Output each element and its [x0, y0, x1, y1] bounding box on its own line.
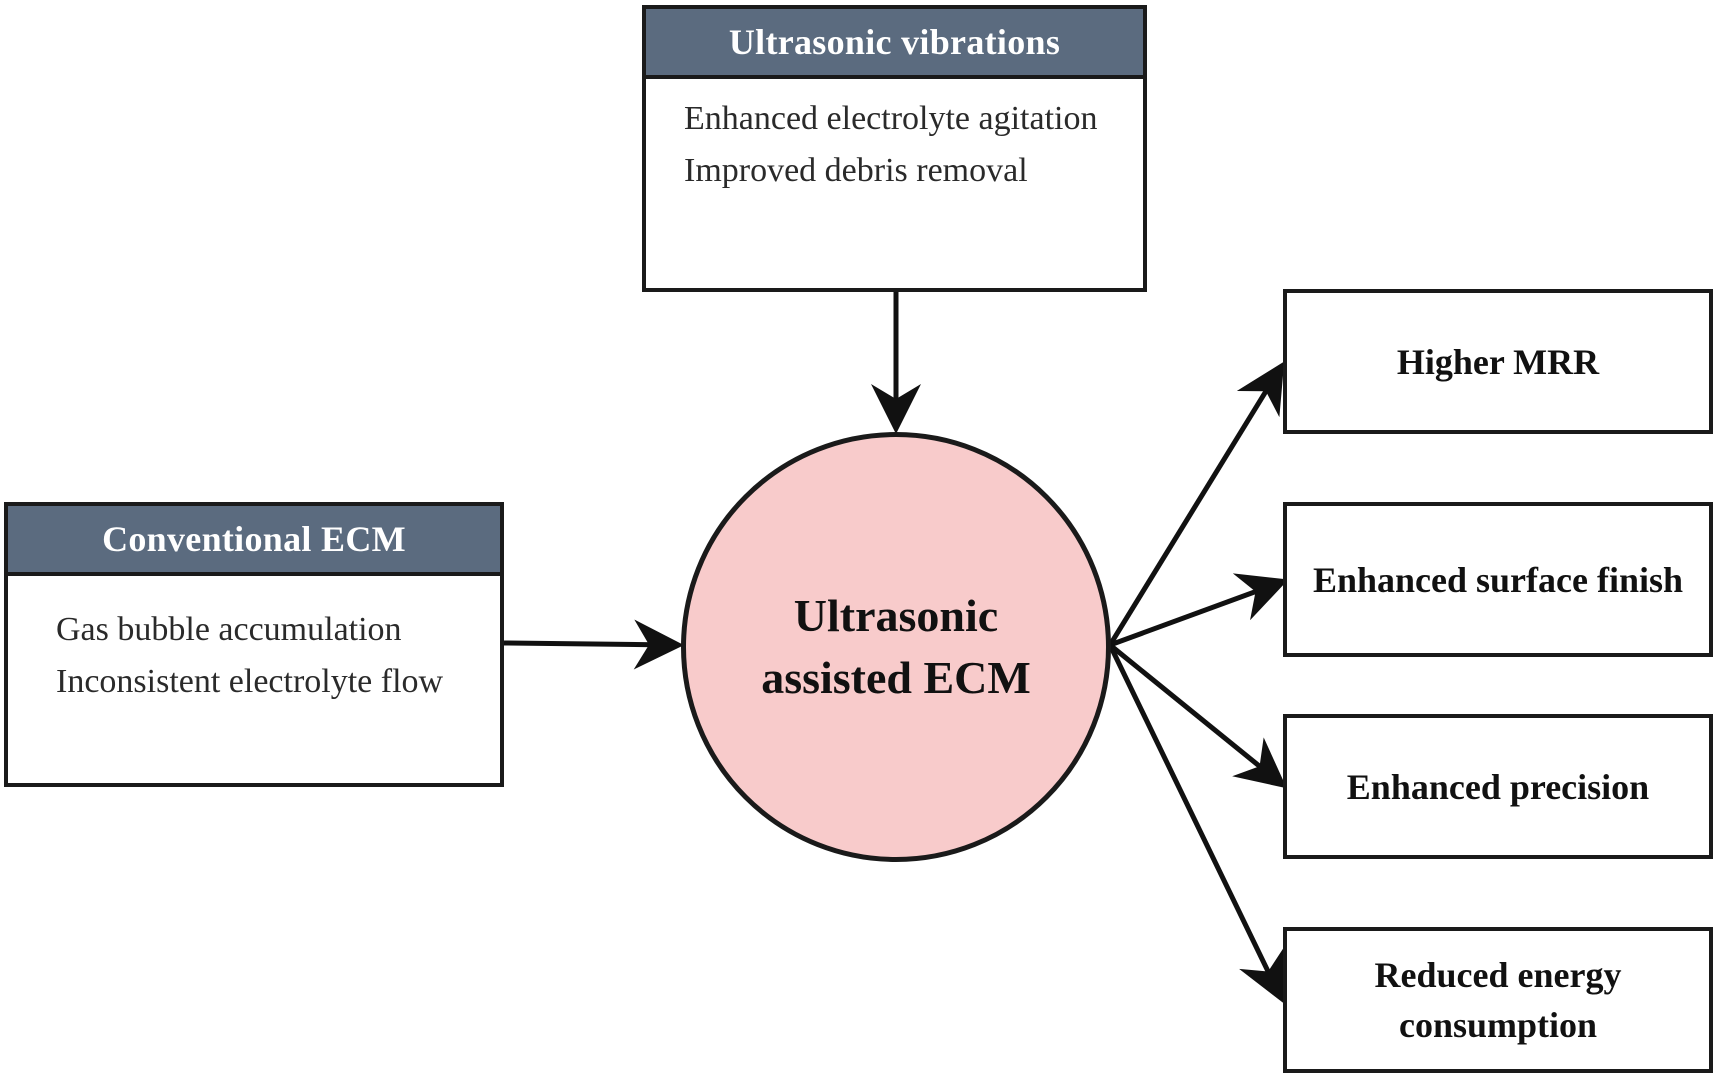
- ultrasonic-vibrations-list: Enhanced electrolyte agitation Improved …: [646, 79, 1143, 189]
- conventional-ecm-item: Inconsistent electrolyte flow: [56, 663, 444, 700]
- conventional-ecm-title: Conventional ECM: [8, 506, 500, 576]
- outcome-enhanced-precision: Enhanced precision: [1283, 714, 1713, 859]
- ultrasonic-vibrations-item: Improved debris removal: [684, 152, 1028, 189]
- conventional-ecm-box: Conventional ECM Gas bubble accumulation…: [4, 502, 504, 787]
- outcome-enhanced-surface-finish: Enhanced surface finish: [1283, 502, 1713, 657]
- conventional-ecm-item: Gas bubble accumulation: [56, 611, 402, 648]
- arrow-center-to-outcome-3: [1108, 643, 1287, 789]
- arrow-left-to-center: [503, 619, 684, 670]
- arrow-center-to-outcome-4: [1107, 643, 1285, 1004]
- arrow-center-to-outcome-1: [1107, 361, 1285, 647]
- arrow-center-to-outcome-2: [1109, 573, 1289, 648]
- outcome-reduced-energy-consumption: Reduced energy consumption: [1283, 927, 1713, 1073]
- ultrasonic-vibrations-title: Ultrasonic vibrations: [646, 9, 1143, 79]
- conventional-ecm-list: Gas bubble accumulation Inconsistent ele…: [8, 576, 500, 700]
- ultrasonic-vibrations-box: Ultrasonic vibrations Enhanced electroly…: [642, 5, 1147, 292]
- ultrasonic-vibrations-item: Enhanced electrolyte agitation: [684, 100, 1098, 137]
- ultrasonic-assisted-ecm-node: Ultrasonic assisted ECM: [681, 432, 1111, 862]
- outcome-higher-mrr: Higher MRR: [1283, 289, 1713, 434]
